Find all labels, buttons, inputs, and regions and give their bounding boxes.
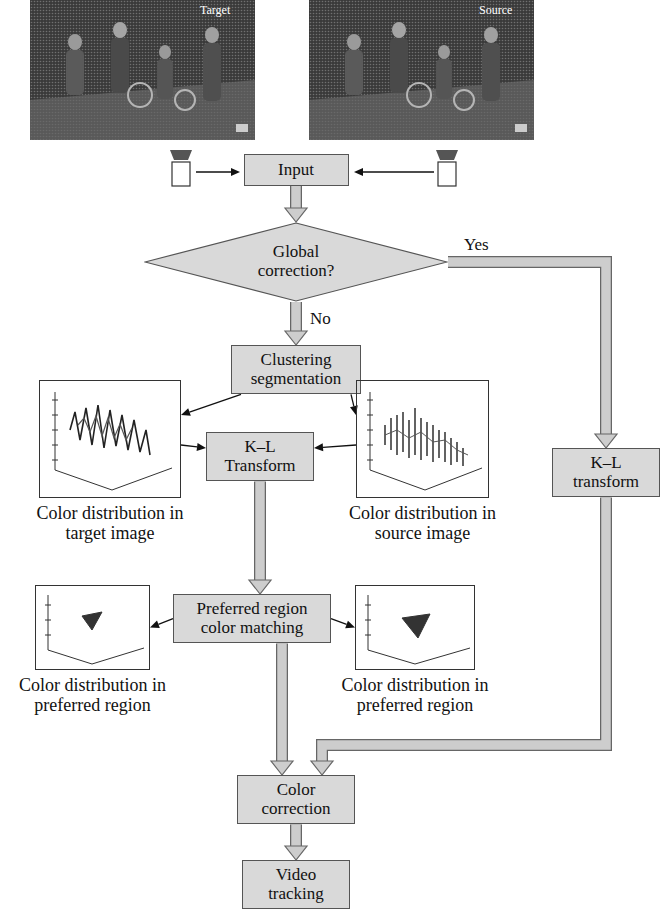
node-text: Video tracking [251,866,341,903]
plot-frame [356,380,489,498]
thin-arrow [181,394,241,415]
process-box: Clustering segmentation [231,345,361,394]
node-text: Input [278,161,314,180]
scatter-plot [365,595,470,664]
process-box: Input [244,154,349,186]
plot-frame [35,585,150,670]
edge-label: No [308,310,333,329]
plot-caption: Color distribution in preferred region [18,676,168,716]
node-text: Clustering segmentation [240,351,352,388]
process-box: Preferred region color matching [173,594,331,643]
plot-caption: Color distribution in target image [35,504,185,544]
plot-panel: Color distribution in preferred region [328,585,503,716]
plot-frame [355,585,475,670]
edge-label: Yes [462,236,491,255]
scatter-plot [367,392,482,490]
node-text: Preferred region color matching [182,600,322,637]
flow-arrow [249,481,271,594]
flow-arrow [448,262,617,448]
process-box: K–L Transform [206,432,314,481]
thin-arrow [150,619,173,628]
process-box: Video tracking [242,860,350,909]
flow-arrow [311,497,606,775]
camera-icon [436,150,458,186]
process-box: K–L transform [552,448,660,497]
scatter-plot [45,595,144,664]
node-text: K–L transform [561,454,651,491]
camera-icon [170,150,192,186]
process-box: Color correction [237,775,355,824]
camera-photo [309,0,534,140]
plot-caption: Color distribution in source image [348,504,498,544]
plot-frame [39,380,181,498]
flow-arrow [285,186,307,222]
thin-arrow [331,619,355,628]
thin-arrow [314,443,356,451]
camera-photo [30,0,255,140]
flow-arrow [285,824,307,860]
decision-diamond: Global correction? [144,222,448,302]
scatter-plot [52,392,172,490]
plot-panel: Color distribution in source image [348,380,498,544]
photo-label: Source [479,4,512,17]
plot-caption: Color distribution in preferred region [328,676,503,716]
node-text: Color correction [246,781,346,818]
plot-panel: Color distribution in target image [35,380,185,544]
thin-arrow [181,443,206,451]
flow-arrow [271,643,293,775]
node-text: K–L Transform [215,438,305,475]
plot-panel: Color distribution in preferred region [18,585,168,716]
node-text: Global correction? [241,243,351,280]
flow-arrow [285,302,307,345]
photo-label: Target [200,4,230,17]
